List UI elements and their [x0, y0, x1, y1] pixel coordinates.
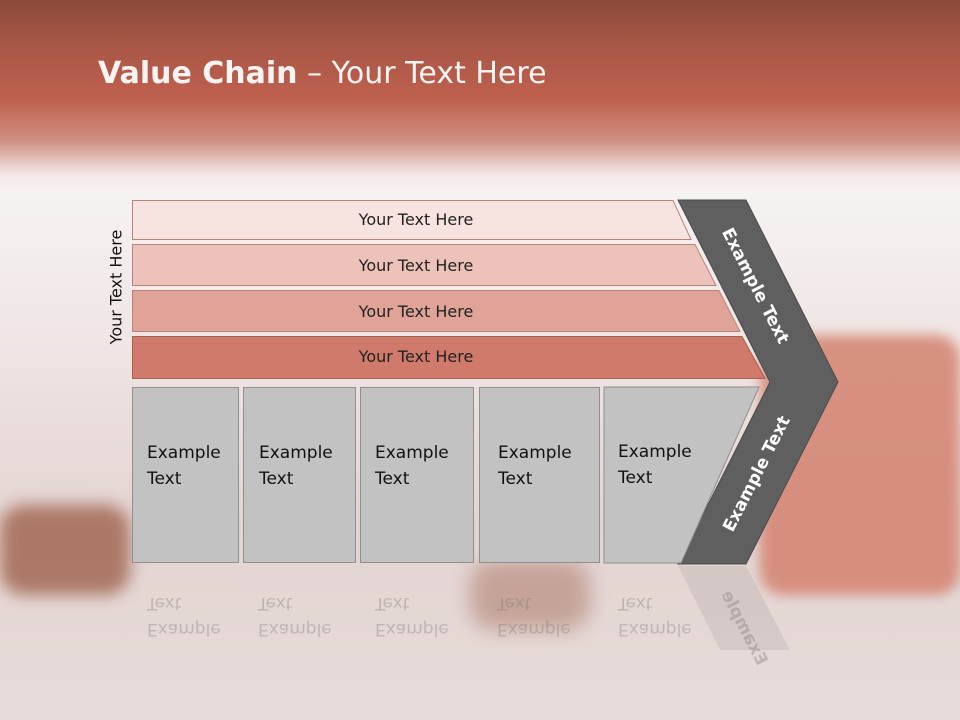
- band-1-label: Your Text Here: [358, 210, 474, 229]
- reflection-label-2: Example Text: [258, 593, 332, 639]
- band-1-shape: [132, 200, 692, 240]
- header-band: [0, 0, 960, 195]
- band-2-label: Your Text Here: [358, 256, 474, 275]
- activity-box-1: Example Text: [132, 387, 239, 563]
- title-rest: – Your Text Here: [297, 56, 547, 91]
- activity-box-3-label: Example Text: [375, 443, 449, 489]
- reflection-label-4: Example Text: [497, 593, 571, 639]
- activity-box-4: Example Text: [479, 387, 600, 563]
- reflection-label-3: Example Text: [375, 593, 449, 639]
- slide-title: Value Chain – Your Text Here: [98, 56, 547, 91]
- bottle-shape-right: [760, 335, 960, 595]
- band-3-label: Your Text Here: [358, 302, 474, 321]
- activity-box-3: Example Text: [360, 387, 474, 563]
- reflection-label-1: Example Text: [147, 593, 221, 639]
- band-4-shape: [132, 336, 766, 379]
- band-4-label: Your Text Here: [358, 347, 474, 366]
- activity-box-5-shape: [603, 386, 760, 564]
- title-bold: Value Chain: [98, 56, 298, 91]
- band-3-shape: [132, 290, 741, 332]
- side-label: Your Text Here: [106, 229, 126, 345]
- bottle-shape-left: [0, 505, 130, 595]
- activity-box-4-label: Example Text: [498, 443, 572, 489]
- bottle-shape-center: [470, 560, 590, 630]
- activity-box-5-label: Example Text: [618, 442, 692, 488]
- activity-box-2: Example Text: [243, 387, 356, 563]
- reflection-label-5: Example Text: [618, 593, 692, 639]
- band-2-shape: [132, 244, 717, 286]
- activity-box-5: [603, 386, 760, 564]
- activity-box-1-label: Example Text: [147, 443, 221, 489]
- activity-box-2-label: Example Text: [259, 443, 333, 489]
